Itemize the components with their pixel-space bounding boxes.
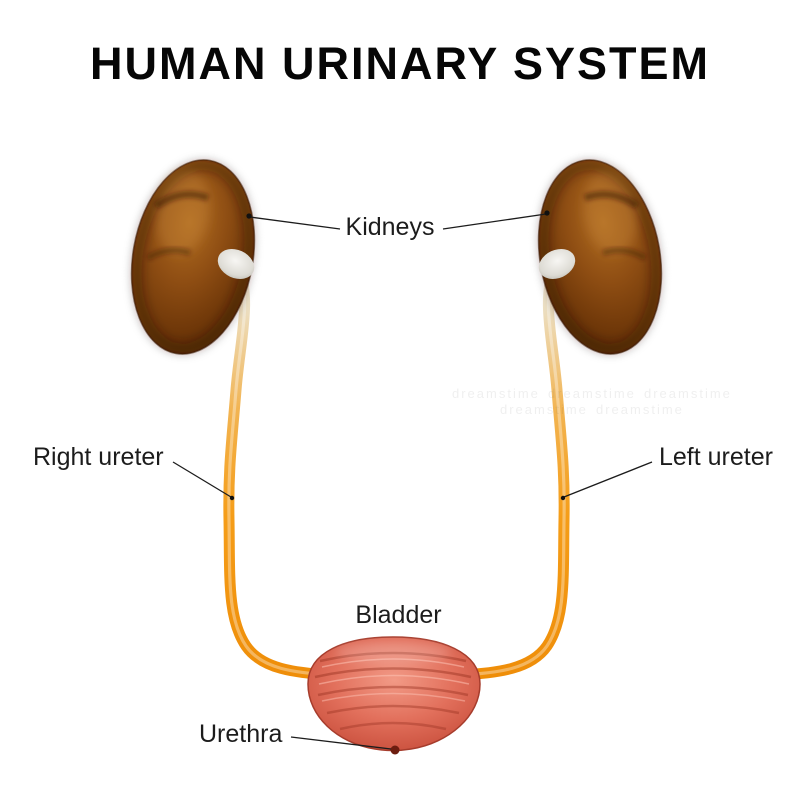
leader-line-right-ureter	[172, 461, 232, 498]
leader-line-kidneys-right	[442, 213, 547, 230]
leader-line-urethra	[290, 736, 392, 750]
leader-line-kidneys-left	[249, 216, 341, 230]
label-urethra: Urethra	[199, 720, 283, 748]
bladder-organ	[307, 636, 481, 755]
leader-line-left-ureter	[563, 461, 653, 498]
leader-lines	[172, 213, 653, 750]
watermark-text: dreamstime	[548, 386, 636, 401]
label-left-ureter: Left ureter	[659, 443, 773, 471]
diagram-title: HUMAN URINARY SYSTEM	[89, 38, 711, 89]
label-bladder: Bladder	[355, 601, 442, 629]
kidney-left-and-ureter	[117, 150, 332, 675]
label-kidneys: Kidneys	[345, 213, 435, 241]
urethra-opening	[390, 745, 400, 755]
leader-dots	[229, 210, 566, 501]
watermark-text: dreamstime	[500, 402, 588, 417]
label-right-ureter: Right ureter	[33, 443, 164, 471]
watermark: dreamstime dreamstime dreamstime dreamst…	[452, 386, 732, 417]
watermark-text: dreamstime	[596, 402, 684, 417]
watermark-text: dreamstime	[452, 386, 540, 401]
watermark-text: dreamstime	[644, 386, 732, 401]
